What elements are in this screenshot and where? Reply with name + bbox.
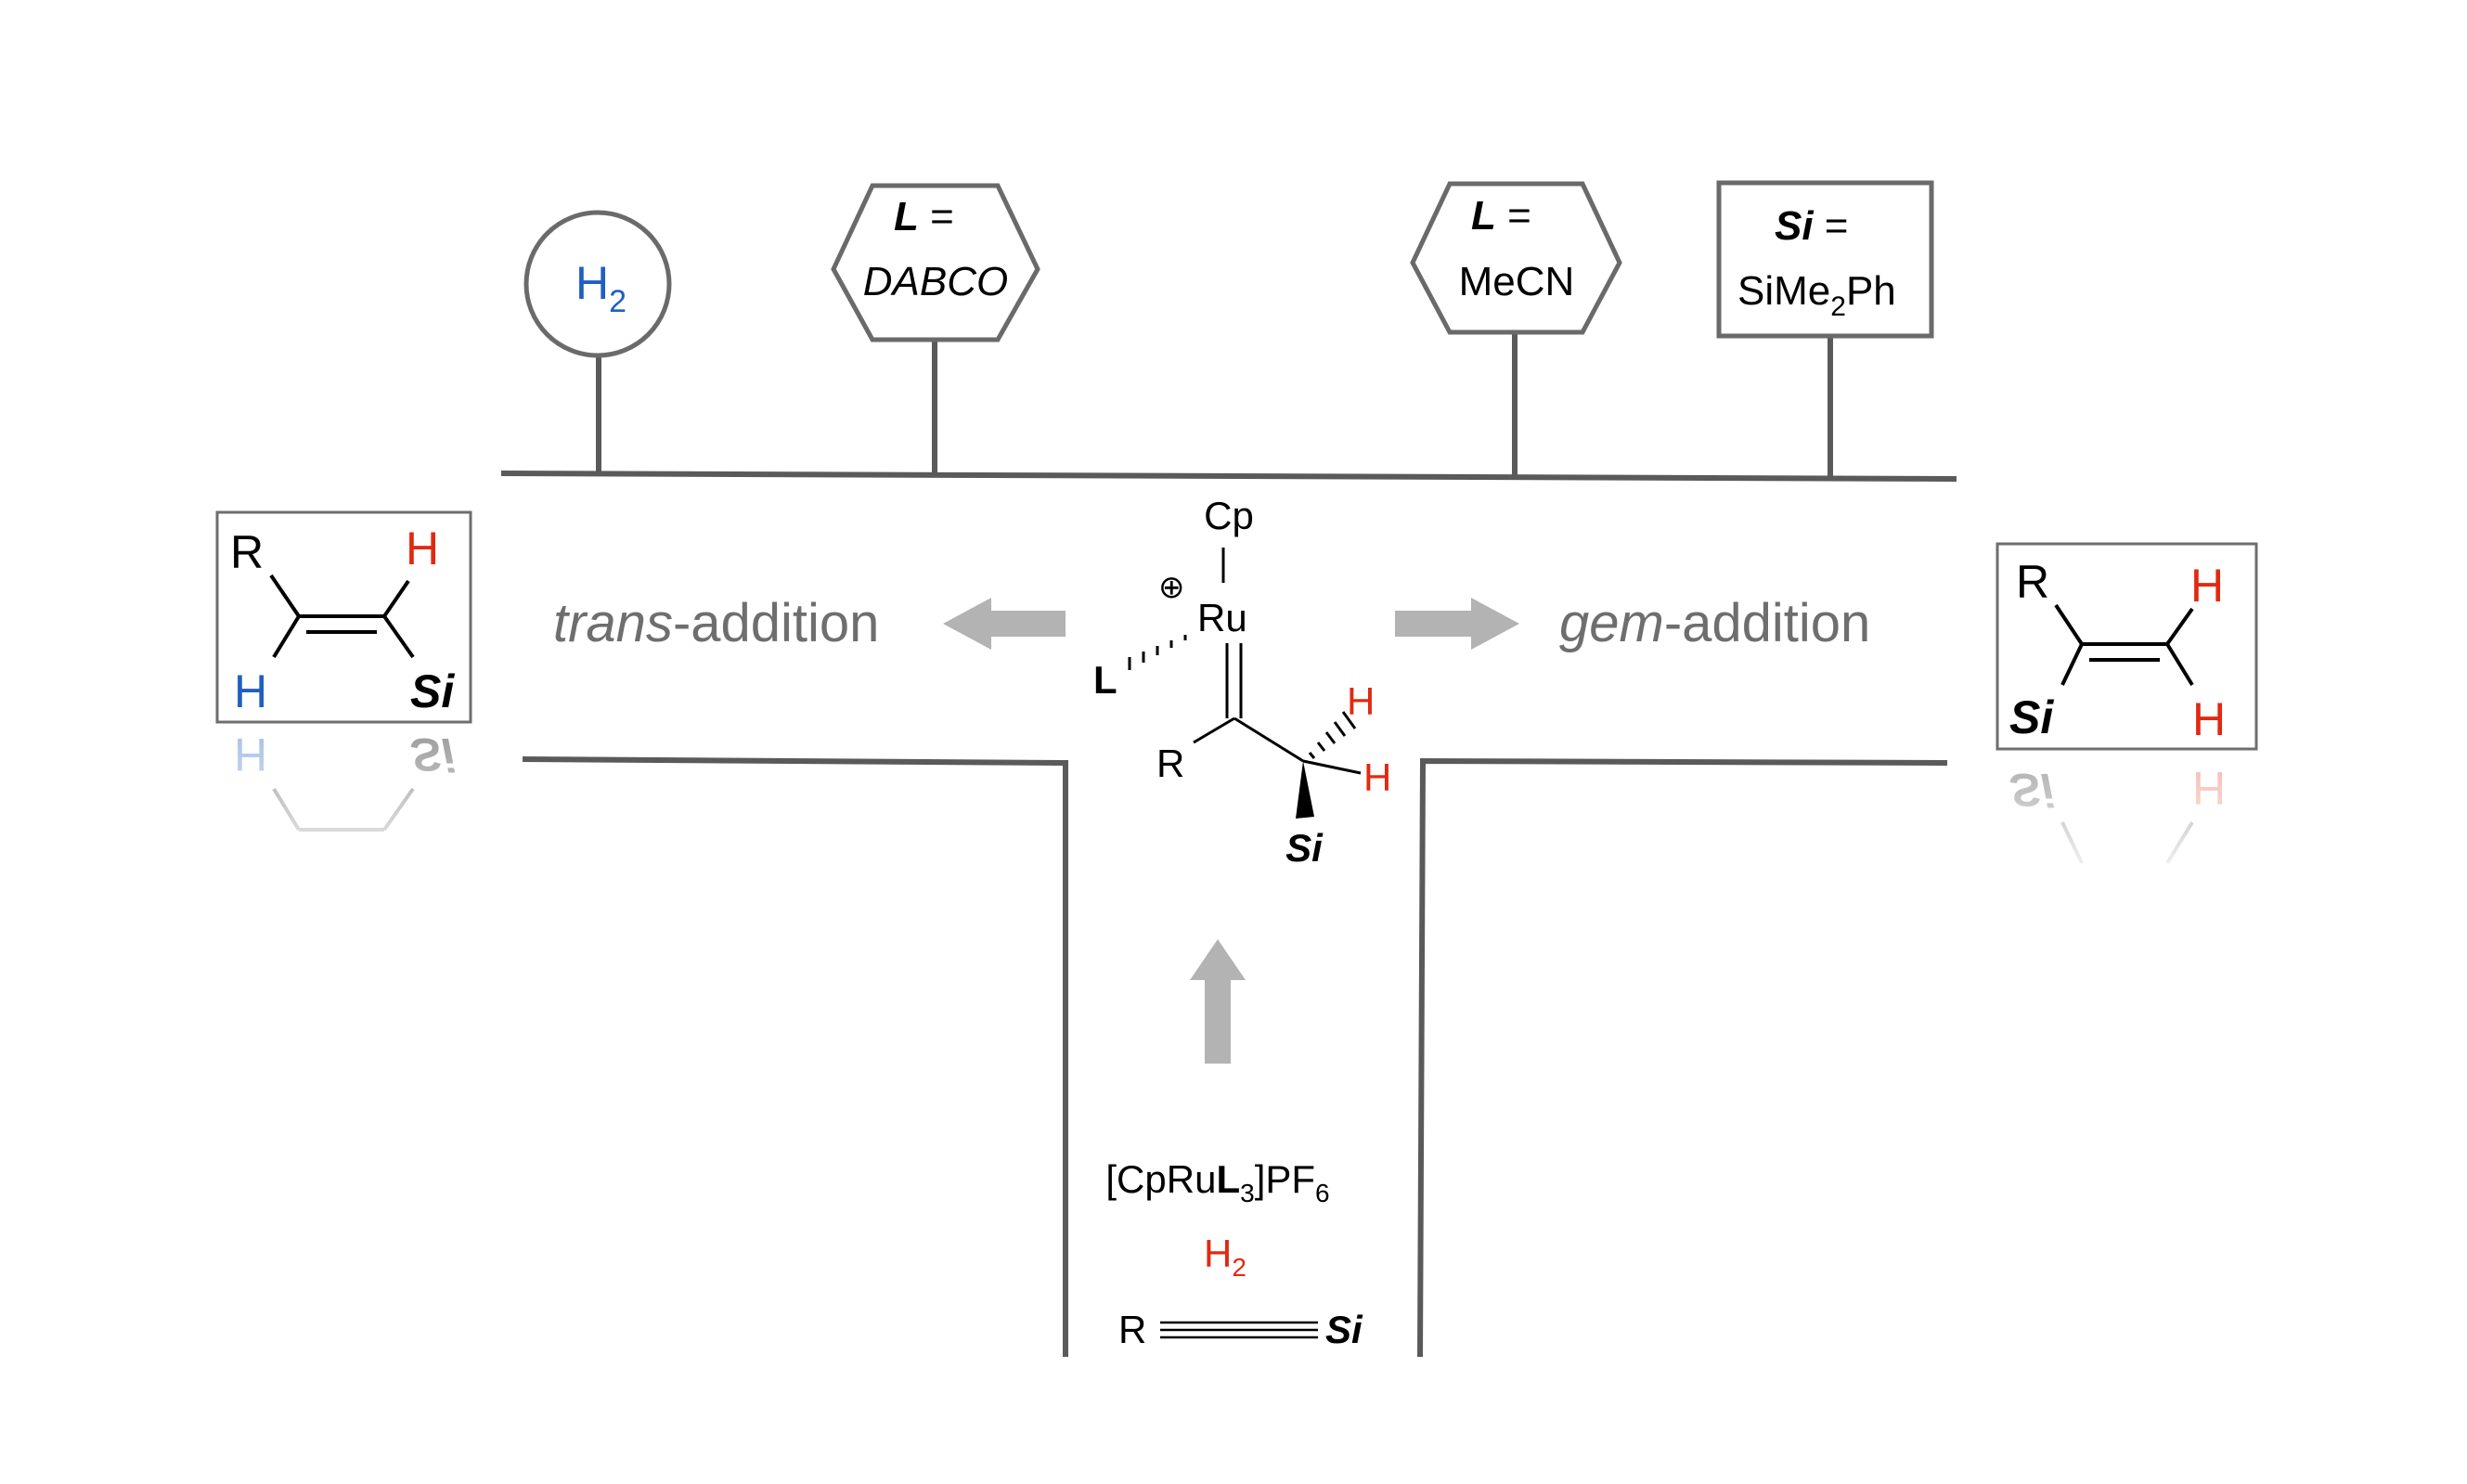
trans-product-Si: Si — [410, 665, 455, 717]
gem-product-H-bottom: H — [2192, 693, 2226, 745]
si-sign: Si = SiMe2Ph — [1716, 180, 1934, 339]
intermediate-Ru: Ru — [1197, 596, 1247, 639]
svg-text:H: H — [2192, 762, 2226, 814]
h2-sign-label: H2 — [575, 257, 626, 319]
ru-intermediate: Cp ⊕ Ru L R H H Si — [1093, 494, 1391, 870]
road-bottom-left-edge — [522, 756, 1068, 1357]
trans-arrow — [943, 598, 1066, 650]
ru-L-hashed-bond — [1128, 635, 1187, 670]
catalyst-formula: [CpRuL3]PF6 — [1105, 1157, 1329, 1207]
trans-product: R H H Si — [215, 510, 472, 724]
si-wedge-bond — [1296, 761, 1314, 819]
road-top-edge — [500, 471, 1957, 482]
intermediate-Si: Si — [1285, 826, 1324, 870]
gem-addition-label: gem-addition — [1559, 593, 1870, 653]
sign-posts — [596, 332, 1833, 478]
mecn-sign-hexagon — [1410, 181, 1622, 335]
gem-product-H-top: H — [2190, 560, 2224, 612]
ch2-hashed-bond — [1308, 711, 1357, 759]
trans-product-H-bottom: H — [234, 665, 267, 717]
mecn-sign: L = MeCN — [1410, 181, 1622, 335]
mecn-sign-name: MeCN — [1459, 259, 1575, 304]
reagents: [CpRuL3]PF6 H2 R Si — [1105, 1157, 1363, 1351]
up-arrow — [1190, 939, 1246, 1064]
svg-text:Si: Si — [410, 729, 455, 781]
intermediate-L: L — [1093, 658, 1117, 702]
intermediate-charge: ⊕ — [1158, 570, 1185, 605]
gem-product-box — [1996, 542, 2258, 751]
trans-product-bonds — [269, 574, 415, 659]
gem-product-reflection: Si H — [2009, 762, 2226, 865]
trans-product-R: R — [230, 526, 264, 578]
ru-carbene-bonds — [1193, 643, 1304, 763]
road-bottom-right-edge — [1417, 757, 1948, 1358]
road — [500, 471, 1957, 1358]
trans-addition-label: trans-addition — [553, 593, 879, 653]
h2-sign: H2 — [523, 210, 672, 358]
gem-product-bonds — [2054, 603, 2194, 687]
gem-product-Si: Si — [2009, 691, 2054, 743]
intermediate-H1: H — [1347, 679, 1375, 723]
trans-product-reflection: H Si — [234, 729, 455, 832]
ch2-h-bond — [1302, 759, 1362, 775]
h2-sign-circle — [523, 210, 672, 358]
si-sign-name: SiMe2Ph — [1737, 268, 1896, 322]
direction-arrows — [943, 598, 1519, 1064]
intermediate-H2: H — [1363, 755, 1391, 799]
dabco-sign-hexagon — [831, 183, 1040, 342]
alkyne-Si: Si — [1325, 1308, 1363, 1351]
alkyne-R: R — [1118, 1308, 1146, 1351]
dabco-sign-name: DABCO — [863, 259, 1008, 304]
intermediate-R: R — [1156, 742, 1184, 785]
svg-text:Si: Si — [2009, 764, 2054, 816]
gem-product: R H Si H — [1996, 542, 2258, 751]
mecn-sign-title: L = — [1471, 193, 1531, 239]
dabco-sign-title: L = — [894, 194, 954, 239]
si-sign-box — [1716, 180, 1934, 339]
gem-arrow — [1395, 598, 1519, 650]
reagent-h2: H2 — [1204, 1232, 1246, 1282]
dabco-sign: L = DABCO — [831, 183, 1040, 342]
svg-text:H: H — [234, 729, 267, 781]
gem-product-R: R — [2016, 556, 2049, 608]
intermediate-Cp: Cp — [1204, 494, 1254, 537]
alkyne-triple-bond — [1160, 1321, 1318, 1339]
si-sign-title: Si = — [1775, 203, 1849, 249]
trans-product-H-top: H — [406, 523, 439, 574]
